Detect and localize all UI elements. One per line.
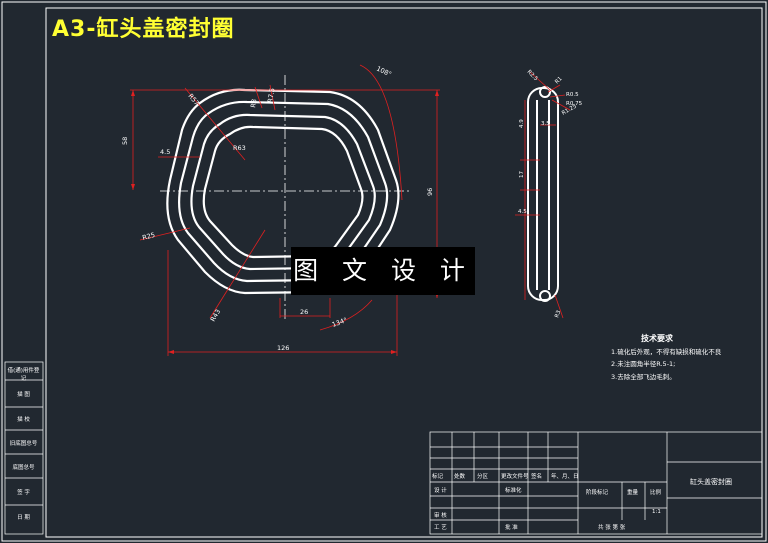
tb-label: 比例 [650,490,662,496]
tech-requirement-item: 3.去除全部飞边毛刺。 [611,372,676,381]
tb-label: 审 核 [434,513,447,519]
tb-label: 标准化 [505,488,522,494]
dim-label: R1 [554,76,563,85]
title-block-grid [429,431,763,535]
side-label: 签 字 [17,490,30,496]
tb-label: 阶段标记 [586,490,609,496]
dim-label: 4.5 [518,209,527,215]
dim-label: R0.75 [566,101,583,107]
side-label: 底图总号 [12,465,35,471]
tb-label: 工 艺 [434,525,447,531]
tech-requirements-heading: 技术要求 [641,334,673,343]
dim-label: 96 [426,188,434,196]
tb-row-label: 年、月、日 [551,474,579,480]
section-view [527,86,559,302]
side-label: 描 校 [17,417,30,423]
tech-requirement-item: 2.未注圆角半径R.5-1; [611,360,676,368]
dim-label: R2.5 [526,69,539,82]
inner-border [45,7,763,538]
side-label: 借(通)用件登记 [7,368,40,382]
tb-label: 设 计 [434,488,447,494]
side-label: 旧底图总号 [9,441,38,447]
tb-row-label: 签名 [531,474,543,480]
dim-label: 4.9 [519,119,525,128]
dim-label: 3.5 [541,121,550,127]
tb-part-name: 缸头盖密封圈 [690,478,732,486]
tb-label: 批 准 [505,525,518,531]
watermark-label: 图 文 设 计 [291,247,475,295]
tb-row-label: 标记 [432,474,444,480]
dim-label: R3 [554,309,562,318]
centerlines [160,75,410,320]
dim-label: R8 [249,98,258,108]
dim-label: R43 [209,308,222,323]
dim-label: 58 [121,137,129,145]
section-dimension-lines [515,71,571,319]
tb-label: 重量 [627,490,639,496]
side-label: 日 期 [17,515,30,521]
tb-label: 共 张 第 张 [598,525,626,531]
dim-label: 4.5 [160,148,170,156]
dim-label: 17 [519,171,525,178]
dim-label: 26 [300,308,308,316]
dim-label: R25 [141,231,155,242]
tech-requirement-item: 1.硫化后外观，不得有缺损和硫化不良 [611,347,722,356]
dim-label: R0.5 [566,92,579,98]
tb-row-label: 处数 [454,474,466,480]
technical-requirements: 技术要求 1.硫化后外观，不得有缺损和硫化不良 2.未注圆角半径R.5-1; 3… [611,333,721,383]
side-label: 描 图 [17,392,30,398]
dim-label: 134° [331,316,348,329]
tb-row-label: 更改文件号 [501,474,529,480]
dim-label: R7.5 [266,87,276,103]
dim-label: 108° [375,65,393,79]
side-panel-grid [4,361,44,535]
drawing-title: A3-缸头盖密封圈 [52,17,235,42]
dim-label: R63 [233,144,246,152]
tb-scale: 1:1 [652,509,661,515]
tb-row-label: 分区 [477,474,489,480]
front-dimension-lines [130,64,440,356]
dim-label: 126 [277,344,289,352]
